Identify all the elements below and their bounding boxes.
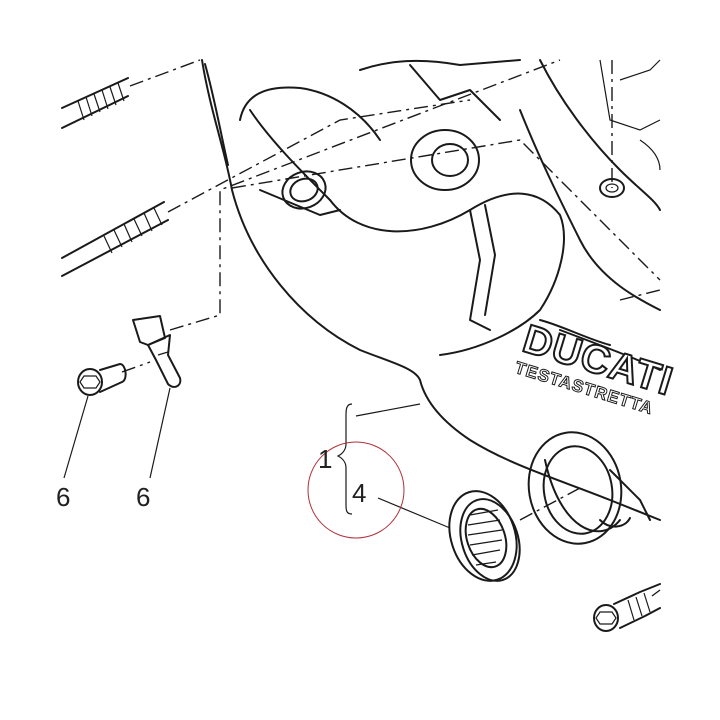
stud-upper — [61, 59, 201, 129]
axis-right — [619, 289, 661, 301]
callout-cover-assembly: 1 — [318, 444, 332, 474]
leader-oil-seal — [377, 497, 451, 529]
callout-left-bolt: 6 — [56, 482, 70, 512]
axis-clip — [169, 59, 561, 331]
clutch-cover — [201, 59, 661, 521]
callout-oil-seal: 4 — [352, 478, 366, 508]
cover-bolt-hole-right — [410, 129, 480, 191]
assembly-brace — [336, 403, 353, 515]
cover-bolt — [77, 361, 151, 396]
leader-bracket-clip — [149, 387, 171, 479]
callout-bracket-clip: 6 — [136, 482, 150, 512]
axis-seal — [519, 487, 581, 521]
leader-cover — [355, 403, 421, 417]
oil-seal — [448, 490, 521, 582]
bracket-clip — [132, 315, 182, 388]
leader-left-bolt — [63, 395, 89, 479]
stud-lower — [61, 99, 471, 277]
bottom-bolt — [593, 583, 661, 632]
highlight-circle — [307, 441, 405, 539]
brand-logo: DUCATI TESTASTRETTA — [512, 316, 679, 419]
cover-bolt-hole-left — [259, 170, 341, 216]
axis-bolt-left — [231, 139, 661, 281]
cover-seal-boss — [527, 431, 651, 545]
cover-bolt-hole-top — [599, 60, 625, 198]
